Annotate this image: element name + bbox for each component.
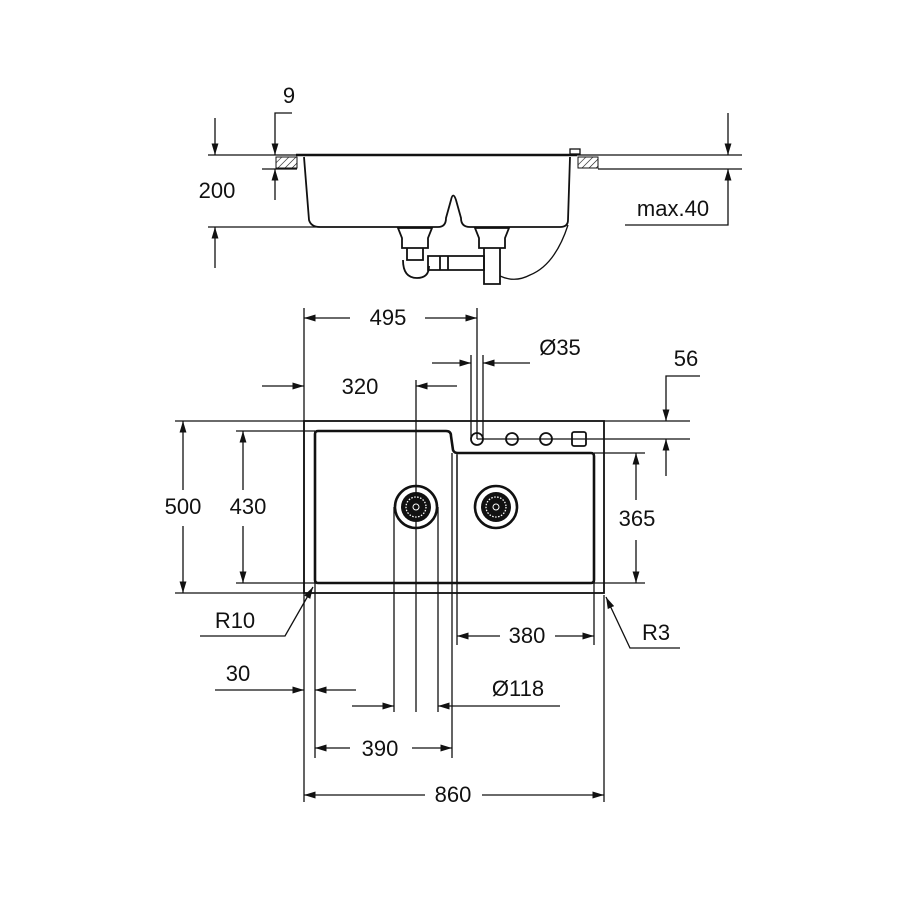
sink-bowl-profile	[303, 156, 571, 228]
depth-label: 200	[199, 178, 236, 203]
bowl-outline	[313, 429, 596, 585]
overflow-pipe	[427, 255, 485, 271]
overhang-label: 9	[283, 83, 295, 108]
dim-380: 380	[509, 623, 546, 648]
accessory-hole	[539, 432, 553, 446]
dim-30: 30	[226, 661, 250, 686]
right-drain	[473, 484, 519, 530]
dim-56: 56	[674, 346, 698, 371]
dim-r3: R3	[642, 620, 670, 645]
left-drain	[393, 484, 439, 530]
dim-495: 495	[370, 305, 407, 330]
dim-drain: Ø118	[492, 676, 544, 701]
tap-hole	[470, 432, 484, 446]
dim-390: 390	[362, 736, 399, 761]
dim-860: 860	[435, 782, 472, 807]
sink-outline	[303, 420, 605, 594]
overflow-button	[571, 431, 587, 447]
dim-365: 365	[619, 506, 656, 531]
plan-view: 495 Ø35 56 320 500 430 365 R10 380 R3 30…	[165, 305, 700, 807]
dim-430: 430	[230, 494, 267, 519]
left-drain-fitting	[396, 227, 434, 279]
side-view: 200 9 max.40	[199, 83, 742, 285]
dim-320: 320	[342, 374, 379, 399]
dim-tap-hole: Ø35	[539, 335, 581, 360]
accessory-hole	[505, 432, 519, 446]
counter-thickness-label: max.40	[637, 196, 709, 221]
dim-500: 500	[165, 494, 202, 519]
dim-r10: R10	[215, 608, 255, 633]
